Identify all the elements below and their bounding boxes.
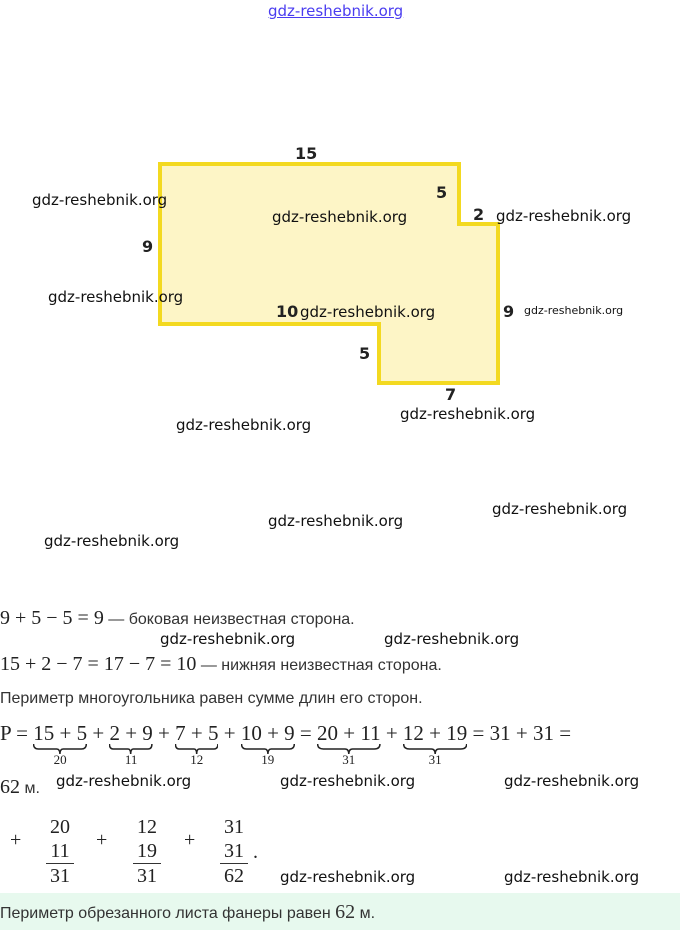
column-addition: 31 31 62	[220, 815, 248, 888]
label-inner-right: 5	[436, 183, 448, 202]
brace-sum: 19	[261, 752, 275, 767]
watermark: gdz-reshebnik.org	[44, 532, 180, 550]
label-step: 2	[473, 205, 485, 224]
watermark: gdz-reshebnik.org	[496, 207, 632, 225]
column-plus: +	[96, 829, 108, 851]
brace-expression: 20 + 11	[317, 721, 381, 745]
bottom-calc-text: — нижняя неизвестная сторона.	[196, 657, 442, 674]
brace-sum: 31	[428, 752, 442, 767]
underbrace-group: 7 + 5 12	[175, 721, 219, 767]
period: .	[253, 841, 258, 863]
label-right: 9	[503, 302, 515, 321]
brace-sum: 31	[342, 752, 356, 767]
watermark: gdz-reshebnik.org	[280, 772, 416, 790]
answer-unit: м.	[355, 905, 376, 922]
column-addition: 20 11 31	[46, 815, 74, 888]
answer-text: Периметр обрезанного листа фанеры равен …	[0, 901, 375, 925]
watermark: gdz-reshebnik.org	[524, 304, 624, 317]
label-top: 15	[295, 144, 318, 163]
side-calc-text: — боковая неизвестная сторона.	[103, 611, 355, 628]
result-unit: м.	[20, 780, 40, 797]
side-calc-math: 9 + 5 − 5 = 9	[0, 607, 104, 629]
brace-expression: 15 + 5	[33, 721, 88, 745]
operator: =	[294, 721, 317, 745]
side-calc-line: 9 + 5 − 5 = 9 — боковая неизвестная стор…	[0, 607, 355, 629]
column-sum: 31	[46, 863, 74, 888]
formula-tail: = 31 + 31 =	[467, 721, 572, 745]
watermark: gdz-reshebnik.org	[504, 772, 640, 790]
watermark: gdz-reshebnik.org	[160, 630, 296, 648]
watermark: gdz-reshebnik.org	[492, 500, 628, 518]
watermark-link[interactable]: gdz-reshebnik.org	[268, 2, 404, 20]
addend: 12	[137, 816, 157, 838]
polygon-figure	[158, 162, 500, 385]
operator: +	[380, 721, 403, 745]
watermark: gdz-reshebnik.org	[48, 288, 184, 306]
brace-sum: 11	[124, 752, 138, 767]
underbrace-group: 15 + 5 20	[33, 721, 88, 767]
watermark: gdz-reshebnik.org	[32, 191, 168, 209]
brace-sum: 20	[53, 752, 67, 767]
column-sum: 31	[133, 863, 161, 888]
addend: 31	[224, 840, 244, 862]
underbrace-group: 2 + 9 11	[109, 721, 153, 767]
label-bottom: 7	[445, 385, 457, 404]
underbrace-icon	[317, 744, 381, 754]
underbrace-icon	[109, 744, 152, 754]
answer-banner: Периметр обрезанного листа фанеры равен …	[0, 893, 680, 930]
brace-expression: 2 + 9	[109, 721, 153, 745]
addend: 20	[50, 816, 70, 838]
addend: 31	[224, 816, 244, 838]
underbrace-group: 20 + 11 31	[317, 721, 381, 767]
answer-number: 62	[335, 901, 356, 923]
formula-start: P =	[0, 721, 34, 745]
underbrace-group: 12 + 19 31	[402, 721, 468, 767]
bottom-calc-math: 15 + 2 − 7 = 17 − 7 = 10	[0, 653, 197, 675]
watermark: gdz-reshebnik.org	[268, 512, 404, 530]
column-plus: +	[10, 829, 22, 851]
result-number: 62	[0, 776, 20, 798]
bottom-calc-line: 15 + 2 − 7 = 17 − 7 = 10 — нижняя неизве…	[0, 653, 442, 675]
column-plus: +	[184, 829, 196, 851]
watermark: gdz-reshebnik.org	[56, 772, 192, 790]
watermark: gdz-reshebnik.org	[272, 208, 408, 226]
watermark: gdz-reshebnik.org	[300, 303, 436, 321]
watermark: gdz-reshebnik.org	[400, 405, 536, 423]
column-addition: 12 19 31	[133, 815, 161, 888]
underbrace-icon	[403, 744, 467, 754]
answer-label: Периметр обрезанного листа фанеры равен	[0, 905, 336, 922]
addend: 19	[137, 840, 157, 862]
column-sum: 62	[220, 863, 248, 888]
brace-sum: 12	[190, 752, 204, 767]
operator: +	[152, 721, 176, 745]
underbrace-icon	[241, 744, 295, 754]
label-left: 9	[142, 237, 154, 256]
watermark: gdz-reshebnik.org	[384, 630, 520, 648]
label-bottom-inner: 10	[276, 302, 299, 321]
brace-expression: 12 + 19	[402, 721, 468, 745]
perimeter-result: 62 м.	[0, 776, 40, 798]
operator: +	[218, 721, 241, 745]
perimeter-rule-text: Периметр многоугольника равен сумме длин…	[0, 690, 423, 707]
watermark: gdz-reshebnik.org	[176, 416, 312, 434]
watermark: gdz-reshebnik.org	[504, 868, 640, 886]
watermark: gdz-reshebnik.org	[280, 868, 416, 886]
perimeter-formula: P = 15 + 5 20 + 2 + 9 11 + 7 + 5 12 + 10 + …	[0, 721, 572, 767]
label-lower-left: 5	[359, 344, 371, 363]
underbrace-icon	[33, 744, 87, 754]
underbrace-icon	[175, 744, 218, 754]
perimeter-rule: Периметр многоугольника равен сумме длин…	[0, 688, 423, 710]
plywood-polygon	[158, 162, 500, 385]
operator: +	[87, 721, 110, 745]
addend: 11	[50, 840, 70, 862]
brace-expression: 10 + 9	[240, 721, 295, 745]
underbrace-group: 10 + 9 19	[240, 721, 295, 767]
brace-expression: 7 + 5	[175, 721, 219, 745]
